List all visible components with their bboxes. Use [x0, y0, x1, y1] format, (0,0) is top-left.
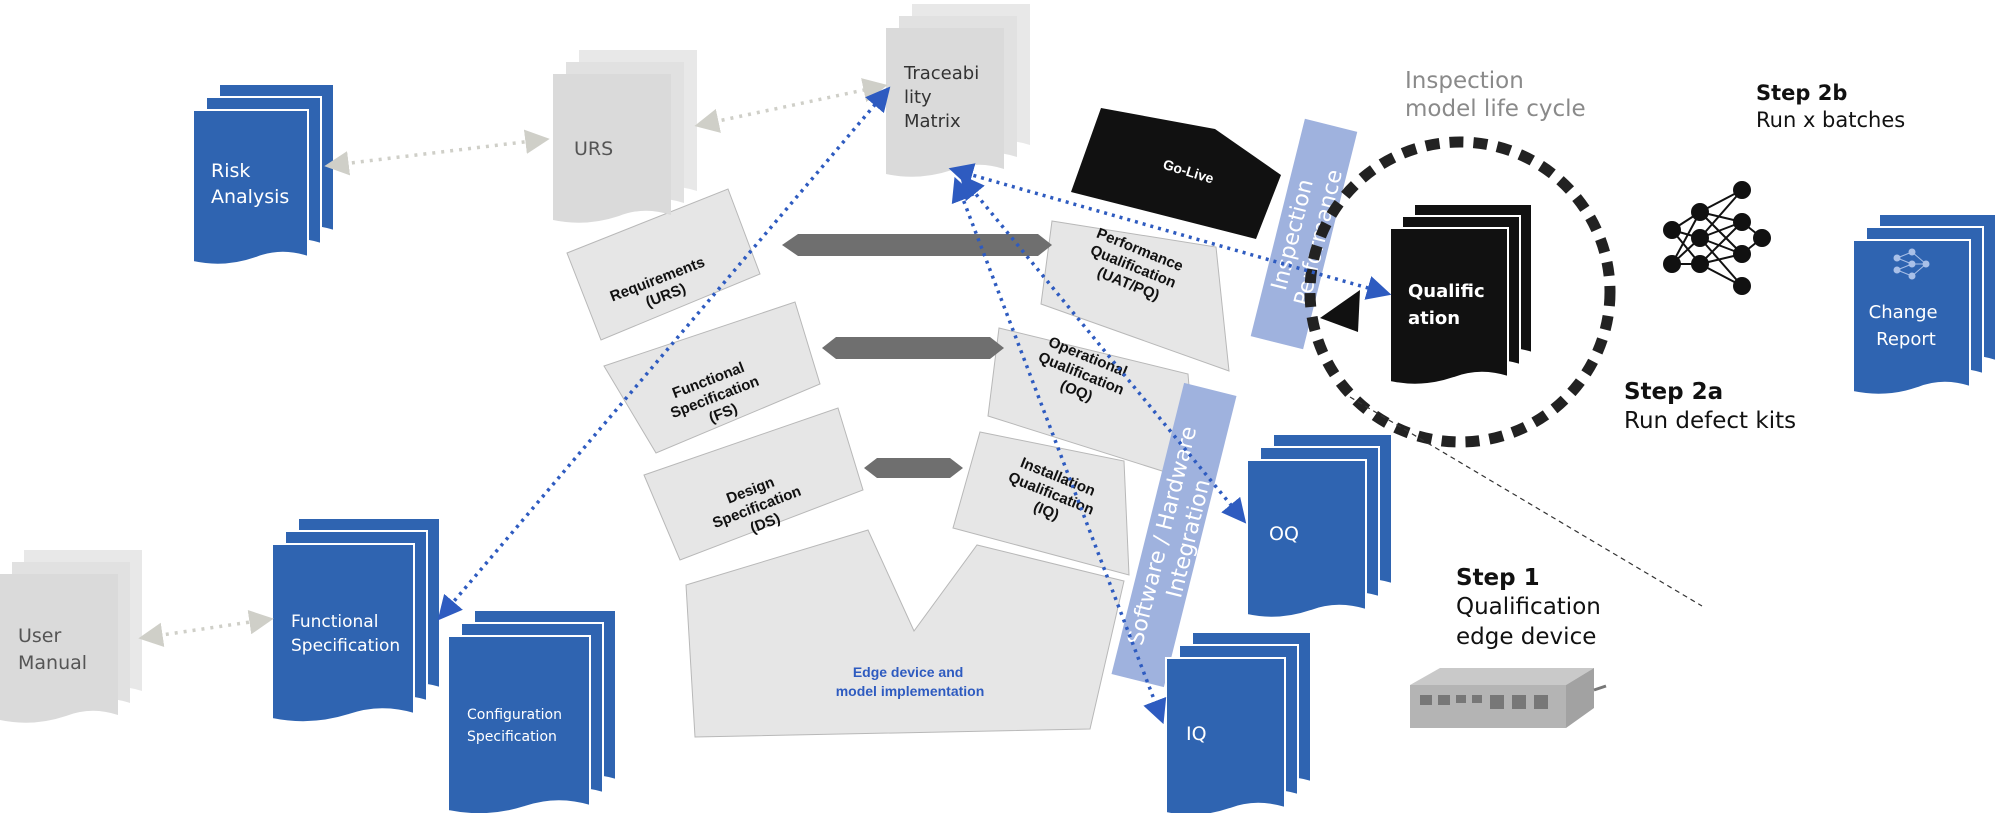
user-manual-label: User Manual: [18, 625, 87, 674]
urs-document[interactable]: URS: [553, 50, 697, 223]
traceability-label: Traceabi lity Matrix: [903, 63, 985, 132]
cycle-arrow-icon: [1320, 290, 1360, 332]
v-connector-1: [782, 234, 1052, 256]
change-report-label: Change Report: [1869, 302, 1944, 350]
step-2a: Step 2a Run defect kits: [1624, 379, 1796, 434]
v-connector-2: [822, 337, 1004, 359]
arrow-manual-fs: [138, 610, 274, 647]
user-manual-document[interactable]: User Manual: [0, 550, 142, 723]
svg-text:Step 2b: Step 2b: [1756, 81, 1847, 105]
configuration-specification-document[interactable]: Configuration Specification: [447, 609, 617, 813]
iq-label-doc: IQ: [1186, 723, 1207, 745]
blue-arrows: [437, 86, 1392, 725]
v-connector-3: [864, 458, 963, 478]
risk-analysis-label: Risk Analysis: [211, 160, 289, 208]
change-report-document[interactable]: Change Report: [1852, 213, 1996, 396]
arrow-urs-traceability: [694, 78, 888, 133]
qualification-label: Qualific ation: [1408, 281, 1491, 329]
neural-network-icon: [1663, 181, 1771, 295]
edge-device-icon: [1410, 668, 1607, 728]
functional-specification-document[interactable]: Functional Specification: [271, 517, 441, 724]
svg-text:Qualification edge devic: Qualification edge device: [1456, 594, 1608, 650]
v-panel-base[interactable]: [685, 529, 1125, 738]
lifecycle-title: Inspection model life cycle: [1405, 68, 1586, 122]
iq-document[interactable]: IQ: [1165, 631, 1312, 813]
svg-text:Step 2a: Step 2a: [1624, 379, 1723, 405]
urs-label: URS: [574, 138, 613, 160]
step-2b: Step 2b Run x batches: [1756, 81, 1905, 132]
lifecycle-circle: [1304, 136, 1616, 448]
mini-network-icon: [1893, 248, 1930, 280]
configuration-spec-label: Configuration Specification: [467, 707, 566, 745]
step-1: Step 1 Qualification edge device: [1456, 565, 1608, 650]
functional-spec-label: Functional Specification: [291, 612, 400, 656]
svg-text:Step 1: Step 1: [1456, 565, 1540, 591]
oq-label-doc: OQ: [1269, 523, 1299, 545]
svg-text:Run x batches: Run x batches: [1756, 108, 1905, 132]
qualification-document[interactable]: Qualific ation: [1389, 203, 1533, 386]
base-label: Edge device and model implementation: [836, 664, 985, 699]
traceability-matrix-document[interactable]: Traceabi lity Matrix: [886, 4, 1030, 177]
risk-analysis-document[interactable]: Risk Analysis: [192, 83, 335, 266]
arrow-risk-urs: [324, 129, 550, 176]
arrow-fs-traceability: [437, 86, 891, 621]
svg-text:Run defect kits: Run defect kits: [1624, 408, 1796, 434]
oq-document[interactable]: OQ: [1246, 433, 1393, 619]
